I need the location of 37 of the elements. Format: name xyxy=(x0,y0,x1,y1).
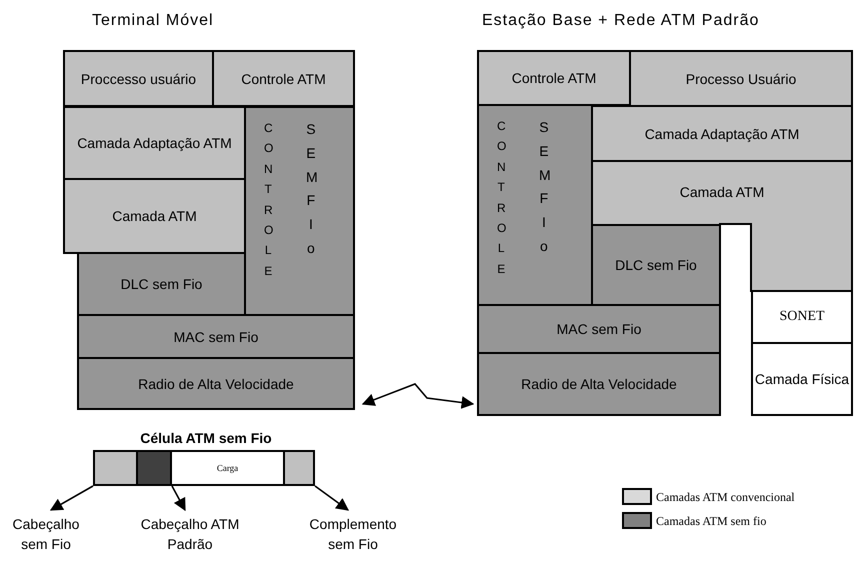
caption-text: Complemento sem Fio xyxy=(308,514,398,554)
layer-box: Camada Adaptação ATM xyxy=(591,105,853,162)
arrow xyxy=(362,383,474,409)
header-segment xyxy=(283,450,315,486)
layer-box: SONET xyxy=(751,290,853,344)
legend-label: Camadas ATM sem fio xyxy=(656,514,766,529)
header-segment xyxy=(93,450,138,486)
payload-segment: Carga xyxy=(170,450,285,486)
layer-box: DLC sem Fio xyxy=(591,224,721,306)
layer-box: Controle ATM xyxy=(212,50,355,107)
caption-text: Cabeçalho sem Fio xyxy=(12,514,80,554)
control-column xyxy=(477,104,593,306)
arrow xyxy=(314,485,350,511)
vertical-text: CONTROLE xyxy=(497,118,506,278)
vertical-text: SEM FIo xyxy=(306,120,316,258)
layer-box: Camada Adaptação ATM xyxy=(63,106,246,180)
vertical-text: SEM FIo xyxy=(539,118,549,256)
vertical-text: CONTROLE xyxy=(264,120,272,280)
header-segment xyxy=(136,450,172,486)
layer-box: MAC sem Fio xyxy=(477,304,721,354)
layer-box: DLC sem Fio xyxy=(77,252,246,316)
layer-box: Controle ATM xyxy=(477,50,631,106)
layer-box: MAC sem Fio xyxy=(77,314,355,359)
layer-box: Radio de Alta Velocidade xyxy=(477,352,721,416)
layer-box: Camada ATM xyxy=(63,178,246,254)
cell-title: Célula ATM sem Fio xyxy=(139,430,273,446)
stack-heading: Estação Base + Rede ATM Padrão xyxy=(482,12,760,30)
arrow xyxy=(171,486,186,512)
caption-text: Cabeçalho ATM Padrão xyxy=(140,514,240,554)
control-column xyxy=(244,106,355,316)
layer-box: Proccesso usuário xyxy=(63,50,214,107)
layer-box: Processo Usuário xyxy=(629,50,853,107)
legend-label: Camadas ATM convencional xyxy=(656,490,795,505)
layer-box: Radio de Alta Velocidade xyxy=(77,357,355,410)
arrow xyxy=(50,485,94,511)
layer-box: Camada Física xyxy=(751,342,853,416)
stack-heading: Terminal Móvel xyxy=(92,12,214,30)
